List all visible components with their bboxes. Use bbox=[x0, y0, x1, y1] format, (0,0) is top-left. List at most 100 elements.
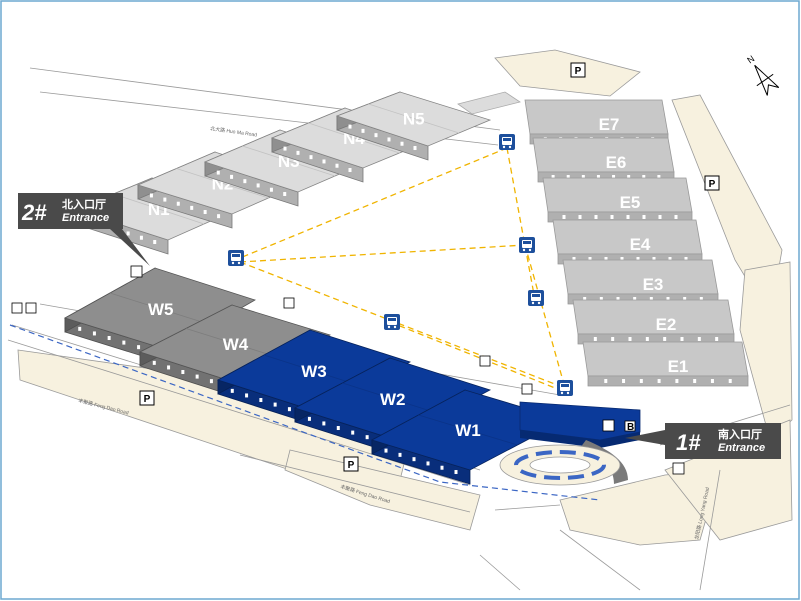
hall-window bbox=[583, 297, 587, 301]
hall-window bbox=[633, 297, 637, 301]
hall-n5[interactable]: N5 bbox=[335, 91, 492, 161]
hall-window bbox=[256, 183, 260, 188]
hall-e4[interactable]: E4 bbox=[552, 219, 703, 265]
hall-window bbox=[209, 379, 213, 384]
b-marker-label: B bbox=[627, 422, 634, 433]
hall-window bbox=[566, 175, 570, 179]
hall-window bbox=[639, 379, 643, 383]
hall-label: E5 bbox=[620, 193, 641, 212]
hall-window bbox=[675, 379, 679, 383]
hall-window bbox=[588, 257, 592, 261]
hall-window bbox=[400, 141, 404, 146]
entrance-2-en: Entrance bbox=[62, 212, 109, 224]
hall-window bbox=[562, 215, 566, 219]
hall-window bbox=[217, 214, 221, 219]
hall-w1[interactable]: W1 bbox=[370, 389, 567, 485]
hall-window bbox=[578, 215, 582, 219]
hall-window bbox=[152, 360, 156, 365]
hall-window bbox=[190, 205, 194, 210]
hall-window bbox=[283, 192, 287, 197]
hall-n2[interactable]: N2 bbox=[136, 151, 307, 229]
entrance-1-number: 1# bbox=[676, 430, 701, 455]
parking-label: P bbox=[144, 394, 151, 405]
hall-window bbox=[307, 416, 311, 421]
service-icon bbox=[479, 355, 491, 367]
hall-e2[interactable]: E2 bbox=[572, 299, 735, 345]
hall-window bbox=[287, 407, 291, 412]
hall-label: E4 bbox=[630, 235, 651, 254]
hall-e7[interactable]: E7 bbox=[524, 99, 669, 145]
hall-window bbox=[203, 210, 207, 215]
car-icon bbox=[25, 302, 37, 314]
taxi-icon bbox=[11, 302, 23, 314]
bus-stop-icon[interactable] bbox=[384, 314, 400, 330]
bus-stop-icon[interactable] bbox=[557, 380, 573, 396]
hall-window bbox=[365, 435, 369, 440]
hall-w3[interactable]: W3 bbox=[216, 329, 412, 427]
hall-window bbox=[335, 163, 339, 168]
hall-window bbox=[413, 146, 417, 151]
bus-stop-icon[interactable] bbox=[528, 290, 544, 306]
hall-window bbox=[627, 175, 631, 179]
restroom-icon bbox=[602, 419, 615, 432]
hall-window bbox=[440, 465, 444, 470]
hall-window bbox=[348, 168, 352, 173]
hall-window bbox=[551, 175, 555, 179]
hall-window bbox=[645, 337, 649, 341]
hall-w2[interactable]: W2 bbox=[293, 357, 492, 455]
hall-label: E7 bbox=[599, 115, 620, 134]
b-marker-box bbox=[624, 420, 636, 432]
hall-window bbox=[348, 124, 352, 129]
entrance-2-number: 2# bbox=[21, 200, 47, 225]
hall-window bbox=[384, 448, 388, 453]
hall-window bbox=[322, 159, 326, 164]
hall-window bbox=[336, 426, 340, 431]
hall-window bbox=[126, 231, 130, 236]
entrance-1-cn: 南入口厅 bbox=[718, 427, 762, 441]
entrance-1-callout: 1# 南入口厅 Entrance bbox=[625, 423, 781, 459]
hall-label: E6 bbox=[606, 153, 627, 172]
hall-e1[interactable]: E1 bbox=[582, 341, 749, 387]
parking-sign: P bbox=[343, 456, 359, 472]
bus-stop-icon[interactable] bbox=[519, 237, 535, 253]
entrance-2-cn: 北入口厅 bbox=[62, 197, 106, 211]
hall-label: W2 bbox=[380, 390, 406, 409]
hall-window bbox=[149, 193, 153, 198]
hall-window bbox=[216, 170, 220, 175]
hall-window bbox=[642, 215, 646, 219]
hall-label: E2 bbox=[656, 315, 677, 334]
hall-window bbox=[139, 235, 143, 240]
hall-window bbox=[610, 215, 614, 219]
hall-window bbox=[322, 421, 326, 426]
bus-stop-icon[interactable] bbox=[228, 250, 244, 266]
north-arrow-icon bbox=[754, 64, 780, 96]
parking-sign: P bbox=[704, 175, 720, 191]
hall-window bbox=[412, 457, 416, 462]
hall-window bbox=[636, 257, 640, 261]
entrance-1-en: Entrance bbox=[718, 442, 765, 454]
hall-window bbox=[710, 379, 714, 383]
hall-window bbox=[283, 146, 287, 151]
hall-window bbox=[309, 155, 313, 160]
hall-e5[interactable]: E5 bbox=[542, 177, 693, 223]
bus-stop-icon[interactable] bbox=[499, 134, 515, 150]
hall-window bbox=[230, 174, 234, 179]
hall-window bbox=[153, 240, 157, 245]
hall-window bbox=[167, 365, 171, 370]
hall-window bbox=[626, 215, 630, 219]
hall-label: W1 bbox=[455, 421, 481, 440]
hall-window bbox=[680, 337, 684, 341]
hall-window bbox=[137, 345, 141, 350]
hall-label: W3 bbox=[301, 362, 327, 381]
compass: N bbox=[745, 53, 780, 96]
hall-window bbox=[657, 379, 661, 383]
hall-window bbox=[387, 137, 391, 142]
hall-window bbox=[593, 337, 597, 341]
shuttle-routes bbox=[239, 147, 566, 391]
shop-icon bbox=[521, 383, 533, 395]
hall-e3[interactable]: E3 bbox=[562, 259, 719, 305]
hall-e6[interactable]: E6 bbox=[532, 137, 675, 183]
